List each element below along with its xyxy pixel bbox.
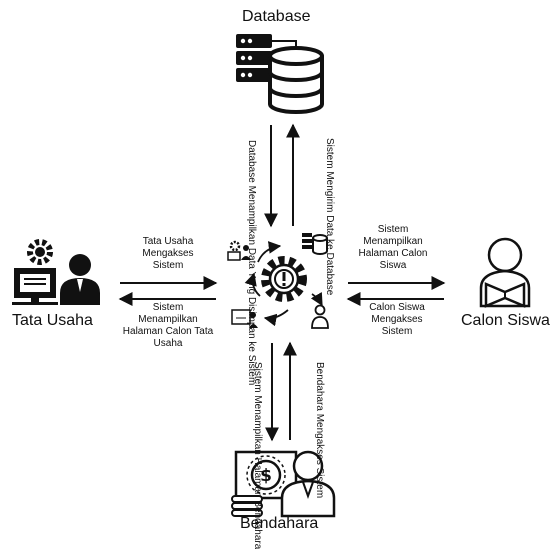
edge-label-cs-to-system: Calon Siswa Mengakses Sistem bbox=[369, 302, 425, 337]
edge-label-system-to-tu: Sistem Menampilkan Halaman Calon Tata Us… bbox=[122, 302, 214, 349]
svg-text:$: $ bbox=[260, 466, 272, 486]
node-label-tata-usaha: Tata Usaha bbox=[12, 312, 93, 329]
edge-label-system-to-bd: Sistem Menampilkan Halaman Bendahara bbox=[252, 362, 263, 549]
edge-label-tu-to-system: Tata Usaha Mengakses Sistem bbox=[142, 236, 194, 271]
node-label-database: Database bbox=[242, 8, 311, 25]
edge-label-system-to-db: Sistem Mengirim Data ke Database bbox=[324, 138, 335, 296]
edge-label-bd-to-system: Bendahara Mengakses Sistem bbox=[314, 362, 325, 499]
diagram-canvas: $ bbox=[12, 34, 531, 518]
edge-label-db-to-system: Database Menampilkan Data Yang Disimpan … bbox=[246, 140, 257, 386]
node-label-calon-siswa: Calon Siswa bbox=[461, 312, 550, 329]
edge-label-system-to-cs: Sistem Menampilkan Halaman Calon Siswa bbox=[358, 224, 428, 271]
database-server-icon bbox=[236, 34, 324, 114]
office-worker-icon bbox=[12, 239, 100, 305]
system-gear-icon bbox=[227, 233, 329, 329]
finance-staff-icon: $ bbox=[231, 450, 336, 518]
system-context-diagram: $ bbox=[12, 8, 550, 549]
node-label-bendahara: Bendahara bbox=[240, 515, 319, 532]
student-reading-icon bbox=[479, 237, 531, 308]
